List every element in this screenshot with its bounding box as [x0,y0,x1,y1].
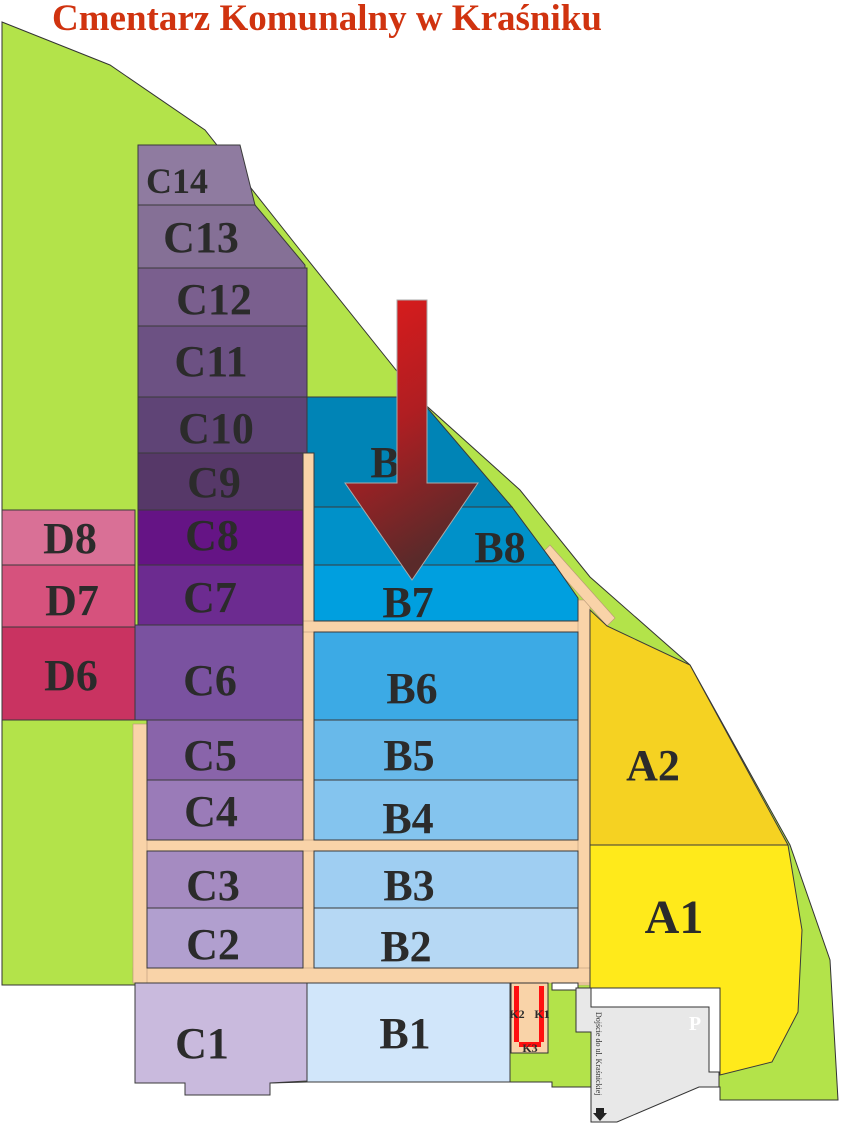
label-c8: C8 [185,511,239,560]
label-c4: C4 [184,787,238,836]
section-b6[interactable] [313,631,579,721]
label-c13: C13 [163,213,239,262]
label-d8: D8 [43,514,97,563]
chapel-k3-marker[interactable] [519,1042,541,1047]
sector-d [1,509,136,721]
label-c5: C5 [183,731,237,780]
parking-label: P [689,1013,701,1035]
section-c13[interactable] [137,204,306,269]
label-b1: B1 [379,1009,430,1058]
label-c9: C9 [187,458,241,507]
label-a1: A1 [645,891,704,944]
section-b4[interactable] [313,779,579,841]
chapel-k2-label: K2 [509,1007,524,1021]
label-c7: C7 [183,573,237,622]
chapels: K2 K1 K3 [509,982,550,1055]
section-d6[interactable] [1,626,136,721]
label-d7: D7 [45,576,99,625]
label-b3: B3 [383,861,434,910]
parking-area[interactable] [575,987,720,1123]
label-c14: C14 [146,161,208,201]
section-labels: C14 C13 C12 C11 C10 C9 C8 C7 C6 C5 C4 C3… [43,161,703,1068]
label-b8: B8 [474,523,525,572]
label-c3: C3 [186,861,240,910]
label-c10: C10 [178,404,254,453]
section-b3[interactable] [313,850,579,909]
label-b7: B7 [382,578,433,627]
label-a2: A2 [626,741,680,790]
label-c12: C12 [176,275,252,324]
label-b6: B6 [386,664,437,713]
chapel-k2-marker[interactable] [514,986,519,1042]
label-b2: B2 [380,922,431,971]
chapel-k3-label: K3 [522,1041,537,1055]
label-b5: B5 [383,731,434,780]
section-c2[interactable] [146,907,304,969]
section-b7[interactable] [313,564,579,622]
section-b5[interactable] [313,719,579,781]
chapel-k1-marker[interactable] [539,986,544,1042]
label-c11: C11 [174,337,247,386]
sector-b [306,396,579,1083]
section-a2[interactable] [589,608,789,846]
label-c6: C6 [183,656,237,705]
location-arrow-icon [344,299,479,581]
chapel-k1-label: K1 [534,1007,549,1021]
access-road-label: Dojście do ul. Kraśnickiej [594,1012,603,1096]
section-b2[interactable] [313,907,579,969]
section-b1[interactable] [306,982,511,1083]
sector-c [134,144,308,1096]
label-b4: B4 [382,794,433,843]
section-c4[interactable] [146,779,304,841]
label-c2: C2 [186,920,240,969]
label-c1: C1 [175,1019,229,1068]
map-title: Cmentarz Komunalny w Kraśniku [52,0,602,39]
arrow-down-icon [593,1108,607,1121]
label-d6: D6 [44,651,98,700]
